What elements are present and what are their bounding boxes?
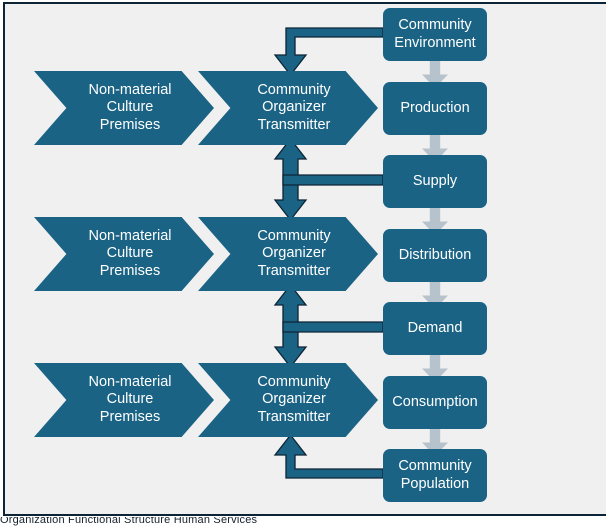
chevron-premises-2-label: Non-material Culture Premises: [88, 228, 172, 279]
connector-environment-to-organizer1: [273, 27, 384, 77]
stage-box-community-population-label: Community Population: [398, 458, 472, 492]
connector-supply-branch: [282, 174, 384, 186]
chevron-organizer-2-label: Community Organizer Transmitter: [257, 228, 331, 279]
stage-box-consumption[interactable]: Consumption: [383, 376, 487, 429]
chevron-organizer-1-label: Community Organizer Transmitter: [257, 82, 331, 133]
connector-demand-branch: [282, 321, 384, 333]
stage-box-consumption-label: Consumption: [392, 393, 478, 410]
stage-box-production-label: Production: [400, 99, 470, 116]
stage-box-production[interactable]: Production: [383, 82, 487, 135]
stage-box-distribution[interactable]: Distribution: [383, 229, 487, 282]
connector-population-to-organizer3: [273, 433, 384, 479]
stage-box-demand[interactable]: Demand: [383, 302, 487, 355]
stage-box-community-environment[interactable]: Community Environment: [383, 8, 487, 61]
footer-fragment-text: Organization Functional Structure Human …: [0, 517, 258, 526]
chevron-premises-1-label: Non-material Culture Premises: [88, 82, 172, 133]
stage-box-community-environment-label: Community Environment: [394, 17, 476, 51]
stage-box-community-population[interactable]: Community Population: [383, 449, 487, 502]
chevron-organizer-3-label: Community Organizer Transmitter: [257, 374, 331, 425]
stage-box-demand-label: Demand: [407, 319, 463, 336]
stage-box-supply[interactable]: Supply: [383, 155, 487, 208]
stage-box-supply-label: Supply: [412, 172, 458, 189]
chevron-premises-3-label: Non-material Culture Premises: [88, 374, 172, 425]
stage-box-distribution-label: Distribution: [398, 246, 472, 263]
footer-strip: Organization Functional Structure Human …: [0, 517, 606, 526]
